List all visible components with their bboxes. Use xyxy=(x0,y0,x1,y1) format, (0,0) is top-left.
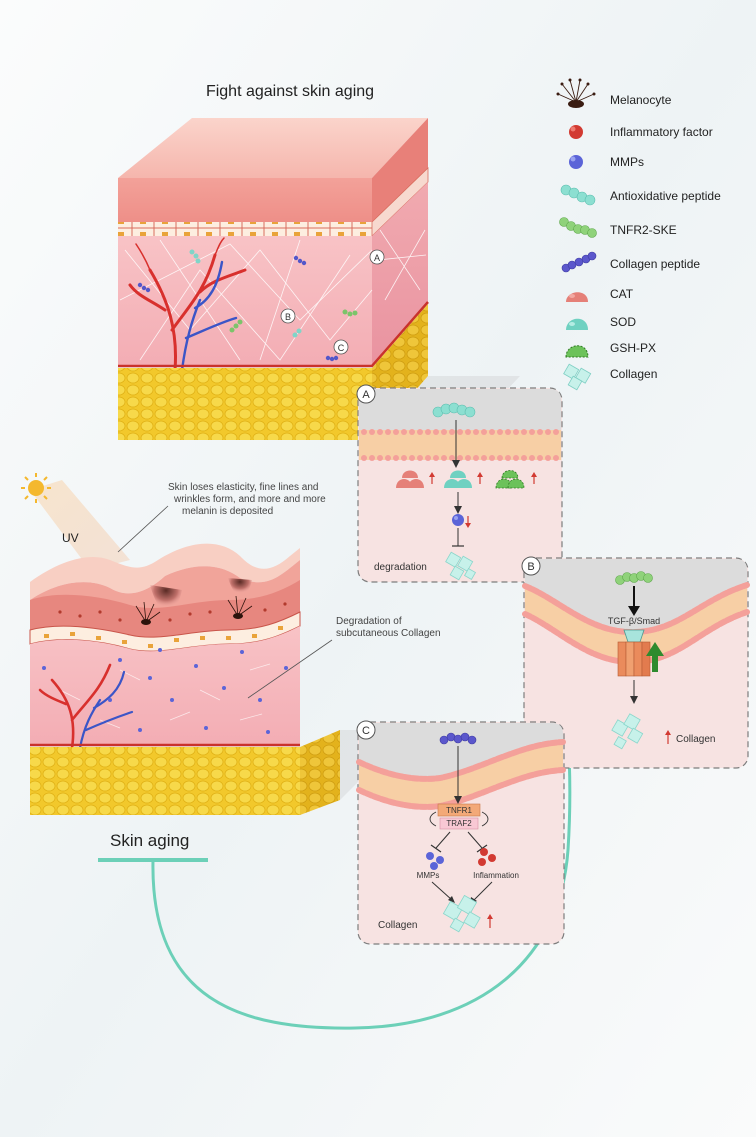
gsh-px-icon xyxy=(565,345,589,358)
healthy-skin-block: A B C xyxy=(118,118,520,440)
aged-subcutaneous-fat xyxy=(30,747,300,815)
panel-a: A degradation xyxy=(356,384,563,583)
panel-b-marker: B xyxy=(521,556,541,576)
epidermal-cell-layer xyxy=(118,222,372,236)
legend-label-1: Inflammatory factor xyxy=(610,125,713,139)
panel-c: C TNFR1 TRAF2 MMPs Inflammation xyxy=(356,720,566,945)
panel-a-gsh-px xyxy=(495,470,525,489)
panel-c-marker: C xyxy=(356,720,376,740)
panel-c-inflammation-label: Inflammation xyxy=(473,871,519,880)
aged-dermis xyxy=(30,626,300,745)
legend-label-4: TNFR2-SKE xyxy=(610,223,677,237)
panel-c-tnfr1-box xyxy=(437,803,481,817)
panel-b-tnfr2-ske xyxy=(615,571,653,585)
antioxidative-peptide-icon xyxy=(560,184,596,206)
collagen-note-line-1: Degradation of xyxy=(336,616,402,627)
sod-icon xyxy=(566,318,588,330)
panel-a-marker: A xyxy=(356,384,376,404)
cat-icon xyxy=(566,292,588,302)
panel-b-upregulation-arrow xyxy=(646,642,664,672)
legend-label-0: Melanocyte xyxy=(610,93,672,107)
diagram-title: Fight against skin aging xyxy=(206,83,374,100)
panel-c-mmps-label: MMPs xyxy=(417,871,440,880)
aging-note-line-1: Skin loses elasticity, fine lines and xyxy=(168,482,318,493)
skin-marker-b: B xyxy=(280,308,296,324)
inflammatory-factor-icon xyxy=(569,125,583,139)
legend-label-6: CAT xyxy=(610,287,634,301)
svg-text:A: A xyxy=(362,389,370,401)
panel-c-collagen xyxy=(442,894,481,933)
skin-marker-c: C xyxy=(333,339,349,355)
svg-text:B: B xyxy=(527,561,534,573)
panel-c-tnfr1-label: TNFR1 xyxy=(446,806,472,815)
panel-c-collagen-peptide xyxy=(439,732,477,745)
panel-a-antioxidative-peptide xyxy=(432,402,476,418)
legend: Melanocyte Inflammatory factor MMPs Anti… xyxy=(556,78,721,391)
panel-b-collagen xyxy=(611,713,644,750)
panel-b: B TGF-β/Smad Collagen xyxy=(521,556,750,769)
panel-c-traf2-box xyxy=(439,817,479,830)
collagen-note-line-2: subcutaneous Collagen xyxy=(336,628,441,639)
panel-b-collagen-label: Collagen xyxy=(676,734,715,745)
legend-label-2: MMPs xyxy=(610,155,644,169)
aging-note-line-3: melanin is deposited xyxy=(182,506,273,517)
legend-label-7: SOD xyxy=(610,315,636,329)
legend-label-8: GSH-PX xyxy=(610,341,656,355)
mmps-icon xyxy=(569,155,583,169)
collagen-icon xyxy=(563,363,592,391)
melanocyte-icon xyxy=(556,78,596,108)
legend-label-9: Collagen xyxy=(610,367,657,381)
svg-text:C: C xyxy=(362,725,370,737)
aged-skin-block: UV xyxy=(21,473,360,815)
legend-label-3: Antioxidative peptide xyxy=(610,189,721,203)
uv-label: UV xyxy=(62,531,79,545)
panel-c-mmps xyxy=(426,852,444,870)
panel-c-inflammatory-factors xyxy=(478,848,496,866)
panel-a-sod xyxy=(444,470,472,488)
svg-text:B: B xyxy=(285,312,291,322)
panel-c-traf2-label: TRAF2 xyxy=(446,819,472,828)
panel-b-pathway: TGF-β/Smad xyxy=(608,616,660,626)
subcutaneous-fat xyxy=(118,368,372,440)
panel-c-collagen-label: Collagen xyxy=(378,920,417,931)
legend-label-5: Collagen peptide xyxy=(610,257,700,271)
sun-icon xyxy=(21,473,51,503)
panel-a-mmp xyxy=(452,514,464,526)
collagen-peptide-icon xyxy=(561,251,597,273)
wrinkled-surface xyxy=(30,543,300,600)
skin-surface xyxy=(118,118,428,178)
panel-a-cat xyxy=(396,470,424,488)
panel-b-receptor xyxy=(617,629,651,677)
aging-note-line-2: wrinkles form, and more and more xyxy=(173,494,326,505)
skin-marker-a: A xyxy=(369,249,385,265)
panel-a-collagen xyxy=(445,551,477,581)
svg-text:A: A xyxy=(374,253,380,263)
svg-text:C: C xyxy=(338,343,345,353)
tnfr2-ske-icon xyxy=(559,217,597,238)
skin-aging-label: Skin aging xyxy=(110,831,189,850)
panel-a-degradation: degradation xyxy=(374,562,427,573)
